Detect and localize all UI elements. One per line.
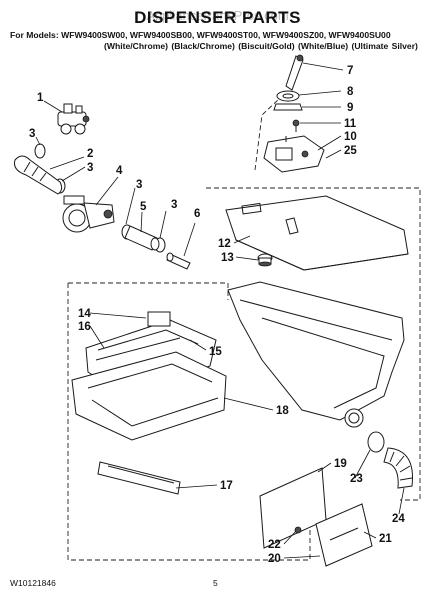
tube-part (124, 225, 160, 251)
callout-12: 12 (218, 238, 231, 250)
dispenser-cover-part (225, 195, 409, 271)
page-number: 5 (213, 578, 218, 588)
callout-25: 25 (344, 145, 357, 157)
callout-6: 6 (194, 208, 200, 220)
bezel-cover-part (315, 503, 373, 567)
callout-18: 18 (276, 405, 289, 417)
dispenser-drawer-boundary (67, 282, 311, 561)
callout-17: 17 (220, 480, 233, 492)
callout-3: 3 (171, 199, 177, 211)
callout-22: 22 (268, 539, 281, 551)
bellows-hose-part (383, 447, 413, 489)
front-bezel-part (259, 467, 327, 549)
callout-13: 13 (221, 252, 234, 264)
callout-24: 24 (392, 513, 405, 525)
hose-part (14, 155, 63, 195)
callout-7: 7 (347, 65, 353, 77)
callout-3: 3 (136, 179, 142, 191)
models-line: For Models: WFW9400SW00, WFW9400SB00, WF… (10, 30, 391, 40)
callout-9: 9 (347, 102, 353, 114)
document-number: W10121846 (10, 578, 56, 588)
actuator-stack-part (273, 54, 304, 132)
callout-5: 5 (140, 201, 147, 213)
callout-2: 2 (87, 148, 93, 160)
callout-19: 19 (334, 458, 347, 470)
page-title: DISPENSER PARTS (134, 8, 301, 27)
callout-10: 10 (344, 131, 357, 143)
callout-20: 20 (268, 553, 281, 565)
bumper-part (257, 253, 273, 267)
callout-3: 3 (87, 162, 93, 174)
dispenser-housing-part (227, 281, 405, 428)
colors-line: (White/Chrome) (Black/Chrome) (Biscuit/G… (104, 41, 418, 51)
callout-8: 8 (347, 86, 354, 98)
callout-3: 3 (29, 128, 35, 140)
dispenser-drawer-part (71, 351, 227, 441)
hose-clamp-part (367, 431, 385, 453)
callout-21: 21 (379, 533, 392, 545)
callout-1: 1 (37, 92, 44, 104)
dispenser-actuator-part (263, 135, 325, 173)
inlet-manifold-part (62, 195, 115, 233)
callout-14: 14 (78, 308, 91, 320)
watermark-text: AppliancePartsPros.com (146, 8, 289, 23)
drawer-handle-part (97, 461, 181, 495)
callout-23: 23 (350, 473, 363, 485)
leader-lines (35, 62, 405, 559)
nozzle-part (166, 252, 191, 270)
valve-to-housing-line (254, 97, 281, 171)
dispenser-assembly-boundary (206, 187, 421, 501)
callout-4: 4 (116, 165, 123, 177)
water-valve-part (57, 103, 90, 135)
callout-labels: 1 3 2 3 4 3 5 3 6 7 8 9 11 10 25 12 13 1… (29, 65, 405, 565)
callout-16: 16 (78, 321, 91, 333)
callout-11: 11 (344, 118, 357, 130)
callout-15: 15 (209, 346, 222, 358)
